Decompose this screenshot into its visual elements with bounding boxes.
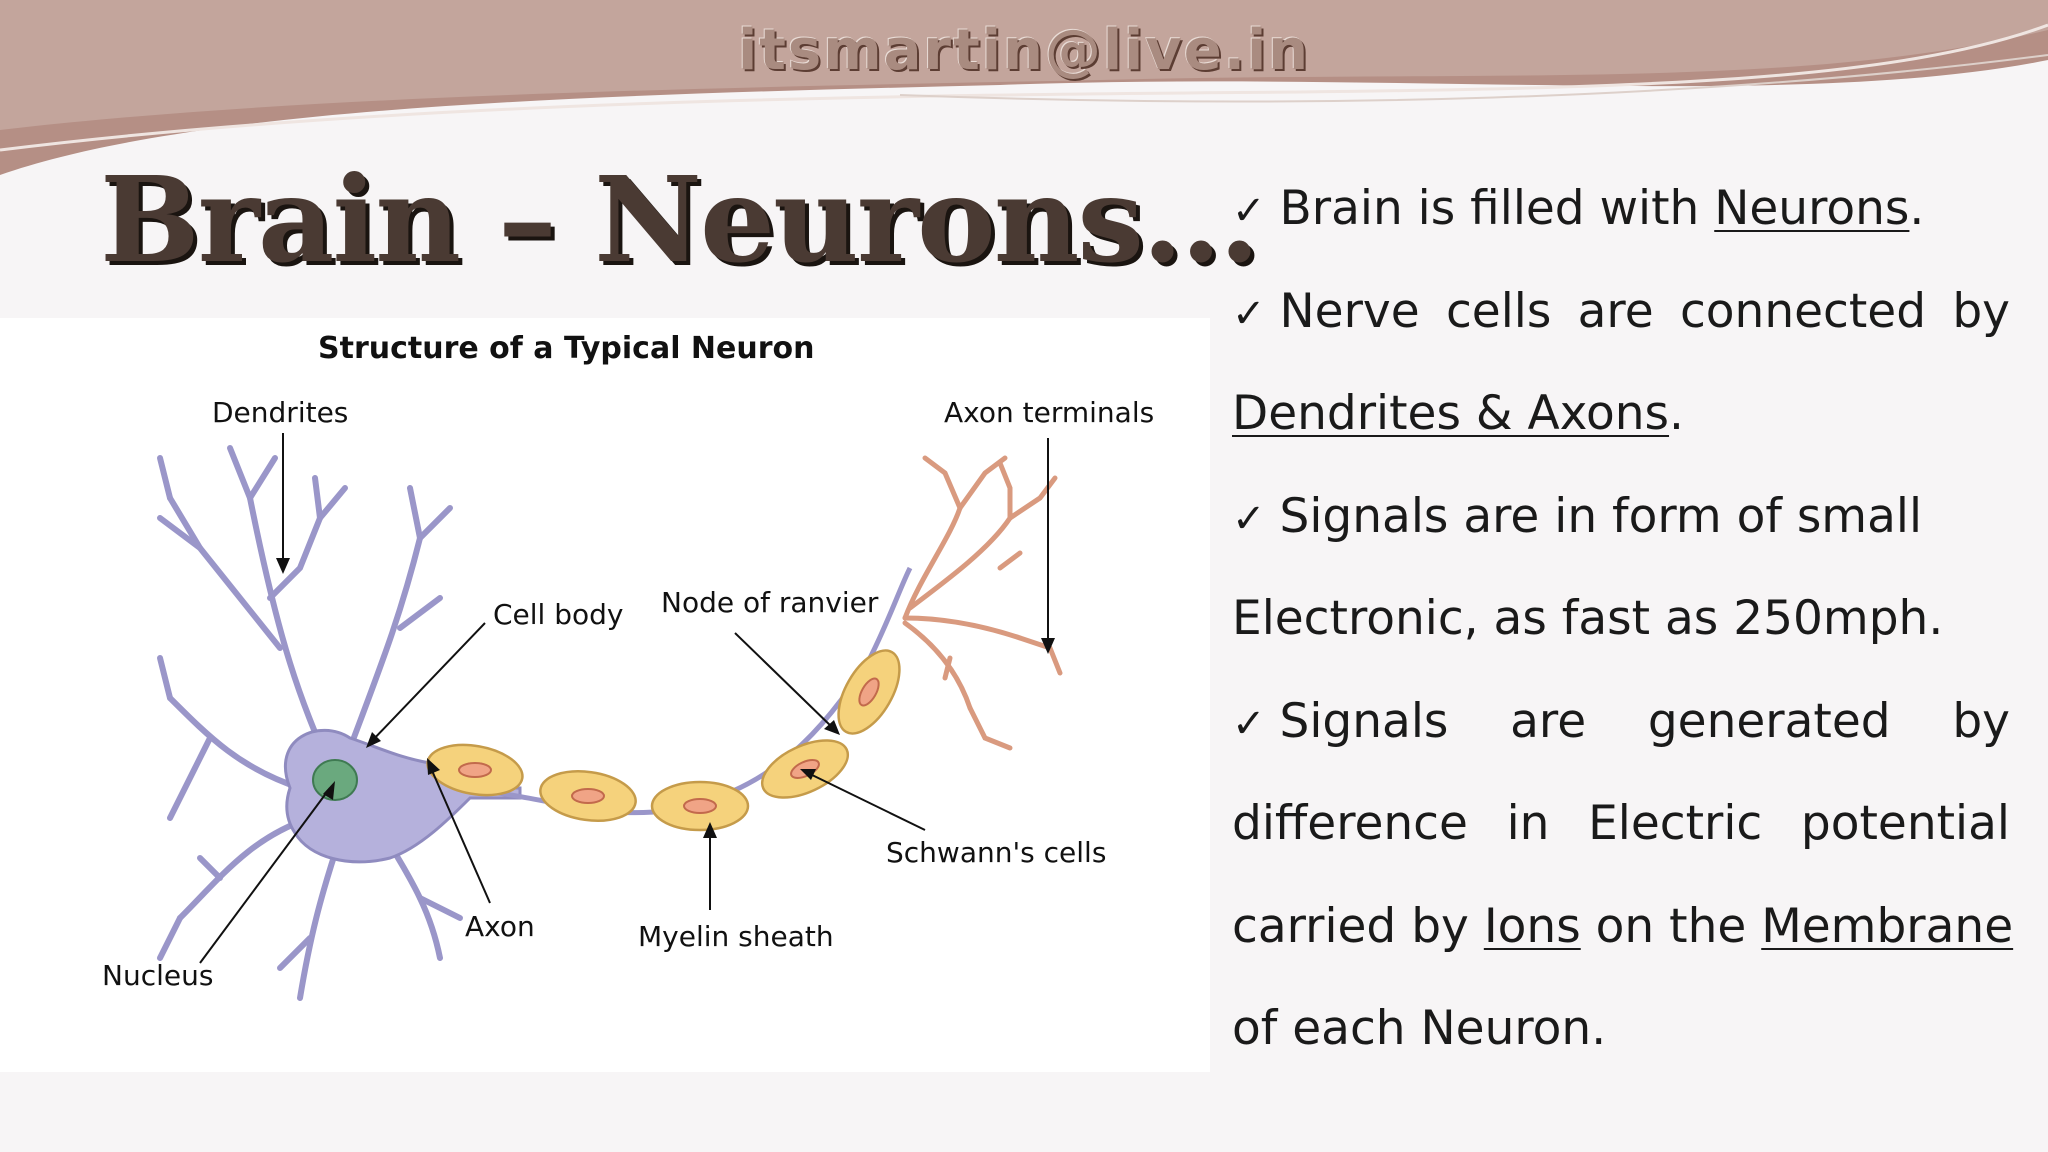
- axon-terminals-shape: [902, 455, 1063, 751]
- bullet-4-line-2: difference in Electric potential: [1232, 773, 2010, 876]
- bullet-4-word: difference: [1232, 796, 1468, 851]
- label-node-of-ranvier: Node of ranvier: [661, 586, 879, 619]
- header-banner: [0, 0, 2048, 175]
- label-cell-body: Cell body: [493, 598, 623, 631]
- bullet-1-end: .: [1909, 181, 1925, 236]
- membrane-term: Membrane: [1761, 898, 2014, 954]
- bullet-4-text: carried by: [1232, 898, 1484, 954]
- check-icon: ✓: [1232, 188, 1266, 234]
- bullet-2-line-2: Dendrites & Axons.: [1232, 363, 2010, 466]
- label-nucleus: Nucleus: [102, 959, 213, 992]
- bullet-1-text: Brain is filled with: [1279, 181, 1715, 236]
- label-myelin-sheath: Myelin sheath: [638, 920, 834, 953]
- bullet-3-line-1: ✓ Signals are in form of small: [1232, 466, 2010, 569]
- bullet-4-word: by: [1952, 693, 2010, 749]
- leader-arrowheads: [276, 558, 1055, 838]
- neurons-term: Neurons: [1714, 181, 1910, 236]
- bullet-2-word: cells: [1445, 283, 1552, 339]
- bullet-2-end: .: [1669, 386, 1684, 441]
- diagram-title: Structure of a Typical Neuron: [318, 331, 815, 366]
- header-email: itsmartin@live.in: [737, 18, 1311, 83]
- dendrites-shape: [157, 445, 463, 1001]
- check-icon: ✓: [1232, 290, 1266, 337]
- label-schwanns-cells: Schwann's cells: [886, 836, 1106, 869]
- dendrites-axons-term: Dendrites & Axons: [1232, 386, 1670, 441]
- bullet-4-word: Signals: [1279, 693, 1449, 749]
- ions-term: Ions: [1483, 898, 1581, 954]
- schwann-nuclei: [458, 677, 880, 814]
- bullet-2-line-1: ✓ Nerve cells are connected by: [1232, 261, 2010, 364]
- slide-title: Brain – Neurons…: [100, 150, 1260, 289]
- bullet-4-word: potential: [1800, 796, 2010, 851]
- check-icon: ✓: [1232, 495, 1266, 542]
- leader-lines: [199, 433, 1049, 964]
- bullet-4-word: in: [1506, 796, 1550, 851]
- label-axon-terminals: Axon terminals: [944, 396, 1154, 429]
- bullet-3-text: Signals are in form of small: [1279, 488, 1923, 544]
- bullet-list: ✓ Brain is filled with Neurons. ✓ Nerve ce…: [1232, 158, 2014, 1081]
- bullet-3-line-2: Electronic, as fast as 250mph.: [1232, 568, 2010, 671]
- label-dendrites: Dendrites: [212, 396, 348, 429]
- neuron-diagram: Structure of a Typical Neuron Dendrites …: [0, 318, 1210, 1072]
- bullet-4-text-end: of each Neuron.: [1232, 1001, 1607, 1056]
- bullet-3-text-2: Electronic, as fast as 250mph.: [1232, 591, 1944, 646]
- bullet-4-line-1: ✓ Signals are generated by: [1232, 671, 2010, 774]
- bullet-4-text: on the: [1580, 898, 1762, 954]
- bullet-1-line: ✓ Brain is filled with Neurons.: [1232, 158, 2010, 261]
- bullet-4-word: are: [1510, 693, 1587, 749]
- bullet-2-word: by: [1952, 283, 2010, 339]
- bullet-2-word: Nerve: [1279, 283, 1420, 339]
- bullet-4-word: Electric: [1588, 796, 1763, 851]
- bullet-4-word: generated: [1647, 693, 1891, 749]
- bullet-2-word: are: [1577, 283, 1654, 339]
- check-icon: ✓: [1232, 700, 1266, 747]
- bullet-2-word: connected: [1679, 283, 1927, 339]
- bullet-4-line-4: of each Neuron.: [1232, 978, 2010, 1081]
- label-axon: Axon: [465, 910, 535, 943]
- bullet-4-line-3: carried by Ions on the Membrane: [1232, 876, 2014, 979]
- nucleus-shape: [312, 759, 358, 801]
- myelin-sheath-shape: [426, 649, 901, 832]
